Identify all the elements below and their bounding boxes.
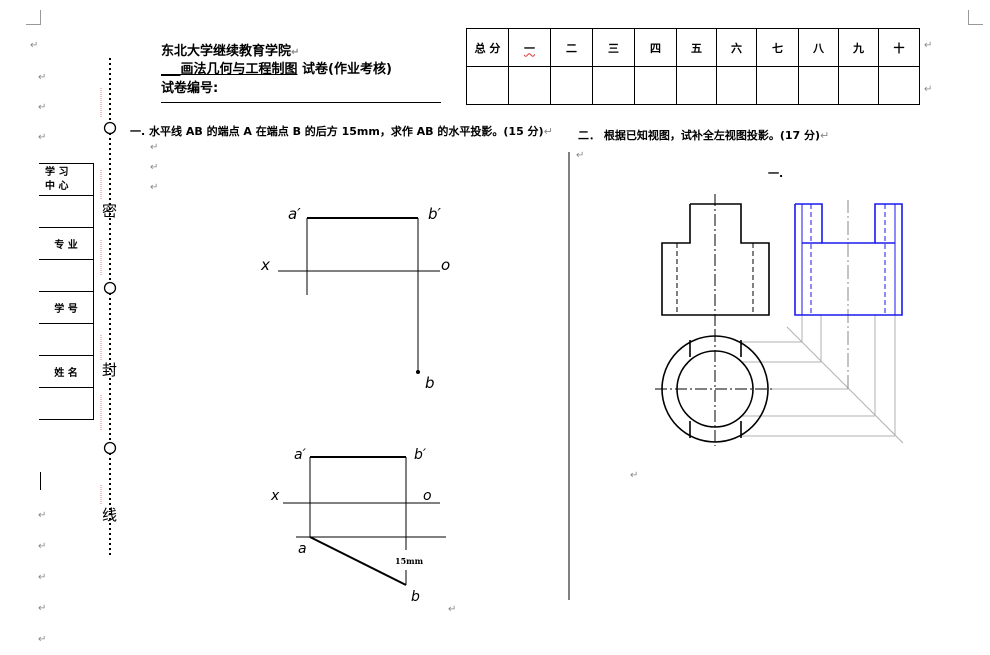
score-header-4: 四: [634, 28, 677, 67]
score-cell[interactable]: [676, 66, 717, 105]
score-cell[interactable]: [716, 66, 757, 105]
score-cell[interactable]: [634, 66, 677, 105]
paragraph-mark: ↵: [38, 510, 47, 521]
question-1-text: 一. 水平线 AB 的端点 A 在端点 B 的后方 15mm，求作 AB 的水平…: [130, 125, 553, 138]
q1-given-figure: [278, 217, 440, 374]
label-a-prime: a′: [288, 205, 301, 223]
binding-hole-icon: [103, 441, 117, 455]
label-b-2: b: [411, 589, 420, 605]
page-corner-mark: [26, 10, 41, 25]
paragraph-mark: ↵: [630, 470, 639, 481]
paragraph-mark: ↵: [38, 634, 47, 645]
paragraph-mark: ↵: [150, 142, 159, 153]
paragraph-mark: ↵: [576, 150, 585, 161]
score-cell[interactable]: [508, 66, 551, 105]
paper-number-label: 试卷编号:: [161, 77, 441, 103]
binding-hole-icon: [103, 281, 117, 295]
paragraph-mark: ↵: [38, 572, 47, 583]
paragraph-mark: ↵: [38, 603, 47, 614]
front-view: [661, 194, 770, 330]
paragraph-mark: ↵: [38, 102, 47, 113]
score-cell[interactable]: [756, 66, 799, 105]
study-center-label: 学 习中 心: [39, 163, 94, 196]
paragraph-mark: ↵: [38, 541, 47, 552]
binding-hole-icon: [103, 121, 117, 135]
text-cursor: [40, 472, 41, 490]
score-header-9: 九: [838, 28, 879, 67]
label-x-2: x: [270, 488, 280, 504]
paragraph-mark: ↵: [150, 182, 159, 193]
score-header-5: 五: [676, 28, 717, 67]
label-b-prime: b′: [428, 205, 442, 223]
paragraph-mark: ↵: [38, 132, 47, 143]
paragraph-mark: ↵: [150, 162, 159, 173]
label-b-prime-2: b′: [414, 447, 427, 463]
top-view: [655, 330, 775, 446]
paragraph-mark: ↵: [30, 40, 39, 51]
question-2-text: 二． 根据已知视图，试补全左视图投影。(17 分)↵: [578, 129, 830, 142]
question-2-sublabel: 一.: [768, 167, 784, 180]
score-header-1: 一: [508, 28, 551, 67]
left-view-answer: [794, 203, 903, 316]
label-o: o: [441, 256, 450, 274]
student-info-table: 学 习中 心 专 业 学 号 姓 名: [39, 163, 94, 420]
label-o-2: o: [423, 488, 432, 504]
label-x: x: [260, 256, 270, 274]
name-field[interactable]: [39, 387, 94, 420]
paragraph-mark: ↵: [448, 604, 457, 615]
paragraph-mark: ↵: [924, 84, 933, 95]
study-center-field[interactable]: [39, 195, 94, 228]
paragraph-mark: ↵: [924, 40, 933, 51]
q1-solution-figure: [283, 456, 446, 586]
dimension-label: 15mm: [395, 556, 424, 566]
label-a-prime-2: a′: [294, 447, 307, 463]
paragraph-mark: ↵: [38, 72, 47, 83]
score-table: 总 分 一 二 三 四 五 六 七 八 九 十: [466, 28, 920, 105]
school-name: 东北大学继续教育学院↵: [161, 44, 300, 59]
major-label: 专 业: [39, 227, 94, 260]
major-field[interactable]: [39, 259, 94, 292]
label-b: b: [425, 374, 435, 392]
label-a-2: a: [298, 541, 307, 557]
projection-construction-lines: [741, 200, 904, 444]
score-cell[interactable]: [592, 66, 635, 105]
score-cell[interactable]: [878, 66, 920, 105]
name-label: 姓 名: [39, 355, 94, 388]
score-cell[interactable]: [466, 66, 509, 105]
student-id-label: 学 号: [39, 291, 94, 324]
seal-char-mi: 密: [102, 200, 118, 221]
page-corner-mark: [968, 10, 983, 25]
score-cell[interactable]: [838, 66, 879, 105]
course-title: ___画法几何与工程制图 试卷(作业考核): [161, 62, 392, 77]
